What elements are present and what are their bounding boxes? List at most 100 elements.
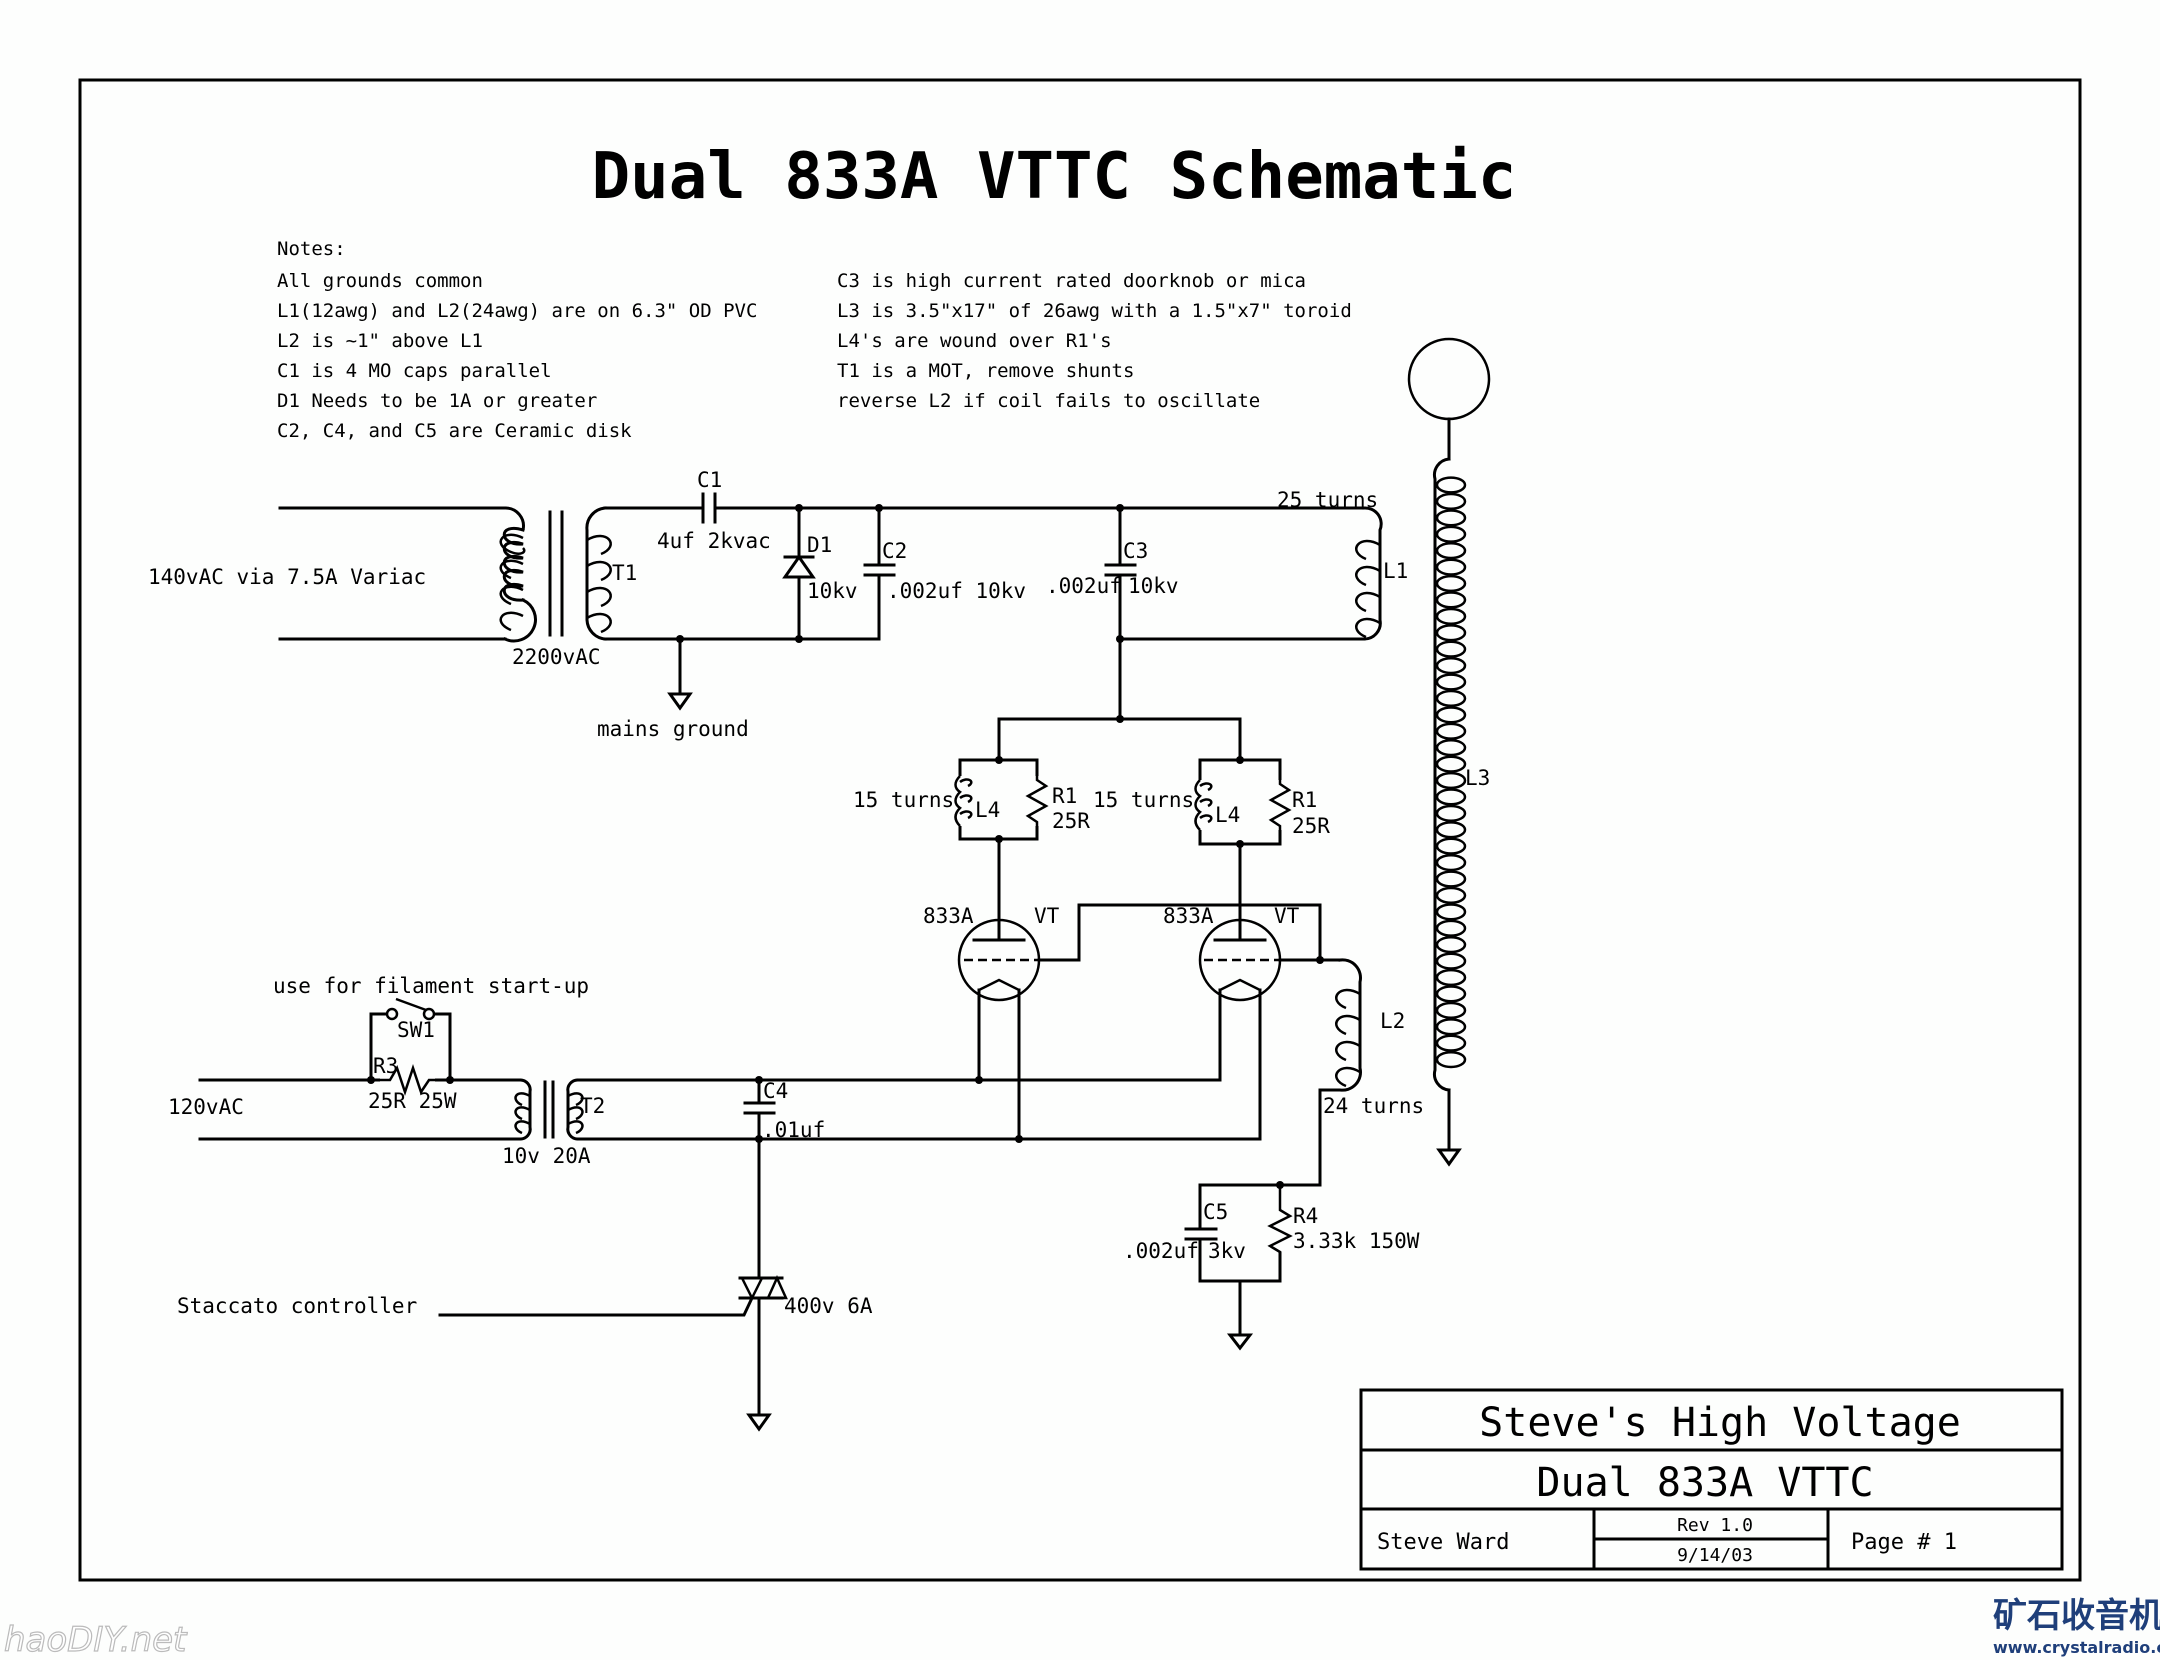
secondary-ground-symbol [1436, 1148, 1462, 1167]
drawing-border [78, 78, 2082, 1582]
l3-winding-loop [1435, 1001, 1467, 1019]
capacitor-c3: C3 .002uf 10kv [1046, 506, 1179, 721]
t1-secondary-loops [586, 534, 612, 634]
l3-winding-loop [1435, 525, 1467, 543]
c3-value-left: .002uf [1046, 574, 1122, 598]
c5-value-left: .002uf [1123, 1239, 1199, 1263]
inductor-l2: L2 24 turns [1318, 958, 1424, 1187]
r4-value: 3.33k 150W [1293, 1229, 1420, 1253]
l2-turns: 24 turns [1323, 1094, 1424, 1118]
junction-c2-top [875, 504, 883, 512]
l3-winding-loop [1435, 722, 1467, 740]
r1-left-value: 25R [1052, 809, 1090, 833]
triac: 400v 6A Staccato controller [177, 1137, 873, 1432]
watermark-crystalradio-url: www.crystalradio.cn [1993, 1638, 2160, 1657]
watermark-haodiy: haoDIY.net [4, 1620, 188, 1660]
triac-value: 400v 6A [784, 1294, 873, 1318]
note-right-3: T1 is a MOT, remove shunts [837, 360, 1134, 382]
c2-label: C2 [882, 539, 907, 563]
r3-value: 25R 25W [368, 1089, 457, 1113]
l4-r1-left: 15 turns L4 R1 25R [853, 756, 1090, 843]
filament-note: use for filament start-up [273, 974, 589, 998]
l3-winding-loop [1435, 853, 1467, 872]
r1-right-value: 25R [1292, 814, 1330, 838]
l3-winding-loop [1435, 788, 1467, 806]
junction-d1-bottom [795, 635, 803, 643]
vacuum-tube-left: 833A VT [923, 904, 1060, 1141]
l3-winding-loop [1435, 673, 1467, 691]
top-load-terminal [1407, 337, 1491, 421]
l3-winding-loop [1435, 804, 1467, 822]
l3-winding-loop [1435, 919, 1467, 937]
l3-winding-loop [1435, 755, 1467, 773]
t2-label: T2 [580, 1094, 605, 1118]
diode-d1: D1 10kv [782, 506, 858, 641]
l3-winding-loop [1435, 870, 1467, 888]
l3-winding-loop [1435, 1034, 1467, 1052]
r1-left-label: R1 [1052, 784, 1077, 808]
mains-input-label: 140vAC via 7.5A Variac [148, 565, 426, 589]
title-block-page: Page # 1 [1851, 1530, 1957, 1555]
l3-winding-loop [1435, 574, 1467, 593]
title-block-revision: Rev 1.0 [1677, 1515, 1753, 1536]
junction-d1-top [795, 504, 803, 512]
staccato-label: Staccato controller [177, 1294, 417, 1318]
l3-winding-loop [1435, 558, 1467, 576]
t2-rating: 10v 20A [502, 1144, 591, 1168]
l3-winding-loop [1435, 542, 1467, 560]
l3-winding-loop [1435, 968, 1467, 987]
tube-right-type: 833A [1163, 904, 1214, 928]
l3-winding-loop [1435, 903, 1467, 921]
title-block-project: Dual 833A VTTC [1536, 1460, 1873, 1506]
junction-split [1116, 715, 1124, 723]
tube-left-type: 833A [923, 904, 974, 928]
c3-label: C3 [1123, 539, 1148, 563]
note-right-2: L4's are wound over R1's [837, 330, 1112, 352]
l3-winding-loop [1435, 936, 1467, 954]
mains-ground-symbol [667, 692, 693, 711]
t1-primary-loops [499, 533, 526, 632]
l3-winding-loop [1435, 1018, 1467, 1036]
c4-label: C4 [763, 1079, 788, 1103]
switch-sw1: SW1 use for filament start-up [273, 974, 589, 1082]
note-left-5: C2, C4, and C5 are Ceramic disk [277, 420, 632, 442]
tube-right-ref: VT [1274, 904, 1300, 928]
l1-label: L1 [1383, 559, 1408, 583]
l3-winding-loop [1435, 476, 1467, 494]
note-right-4: reverse L2 if coil fails to oscillate [837, 390, 1260, 412]
d1-label: D1 [807, 533, 832, 557]
l3-winding-loop [1435, 985, 1467, 1003]
junction-c3-top [1116, 504, 1124, 512]
l3-winding-loop [1435, 837, 1467, 855]
c5-value-right: 3kv [1208, 1239, 1246, 1263]
resistor-r3: R3 25R 25W [367, 1054, 457, 1113]
t1-rating: 2200vAC [512, 645, 601, 669]
title-block-date: 9/14/03 [1677, 1545, 1753, 1566]
grid-wire-left [1037, 903, 1322, 962]
capacitor-c1: C1 4uf 2kvac [657, 468, 771, 553]
vacuum-tube-right: 833A VT [1163, 904, 1300, 1141]
notes-heading: Notes: [277, 238, 346, 260]
l3-winding-loop [1435, 739, 1467, 757]
l3-label: L3 [1465, 766, 1490, 790]
note-left-1: L1(12awg) and L2(24awg) are on 6.3" OD P… [277, 300, 757, 322]
grid-leak-network: C5 .002uf 3kv R4 3.33k 150W [1123, 1181, 1420, 1351]
l4-right-label: L4 [1215, 803, 1240, 827]
l3-winding-loop [1435, 640, 1467, 658]
l3-winding-loop [1435, 607, 1467, 625]
filament-input-label: 120vAC [168, 1095, 244, 1119]
note-left-2: L2 is ~1" above L1 [277, 330, 483, 352]
l3-winding-loop [1435, 886, 1467, 905]
l2-label: L2 [1380, 1009, 1405, 1033]
c1-value: 4uf 2kvac [657, 529, 771, 553]
l3-winding-loop [1435, 492, 1467, 511]
c1-label: C1 [697, 468, 722, 492]
l3-winding-loop [1435, 689, 1467, 708]
transformer-t1: T1 2200vAC [499, 506, 637, 669]
tube-left-ref: VT [1034, 904, 1060, 928]
l4-right-turns: 15 turns [1093, 788, 1194, 812]
l1-turns: 25 turns [1277, 488, 1378, 512]
title-block-author: Steve Ward [1377, 1530, 1509, 1555]
l3-winding-loop [1435, 624, 1467, 642]
